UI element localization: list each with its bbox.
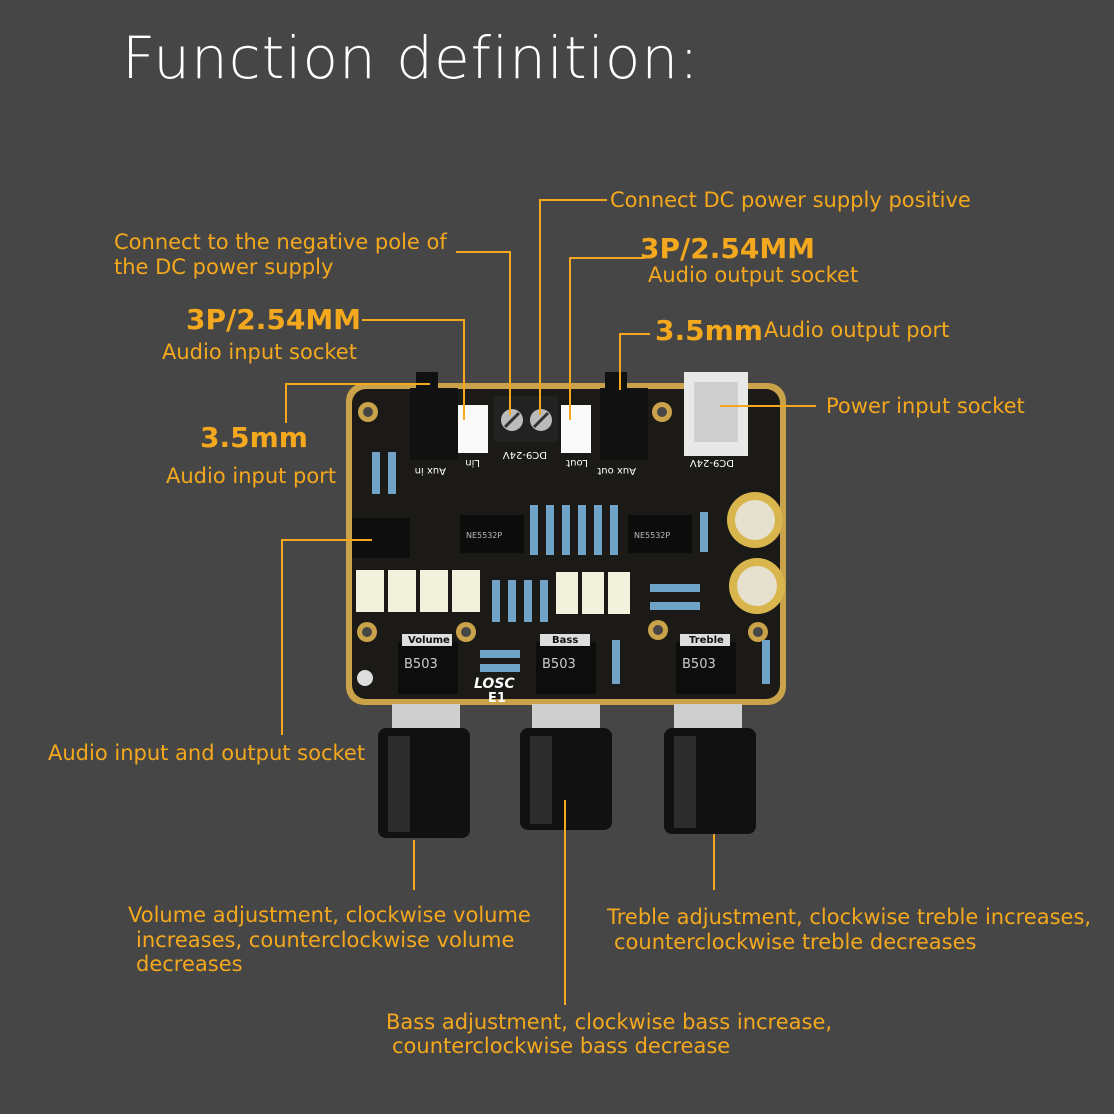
silk-lin: Lin xyxy=(465,457,480,468)
model-label: E1 xyxy=(488,691,506,706)
label-output-port: Audio output port xyxy=(764,318,950,342)
silk-dc: DC9-24V xyxy=(503,449,547,460)
knob-label-volume: Volume xyxy=(408,635,450,646)
label-input-port-spec: 3.5mm xyxy=(200,421,308,454)
label-treble-line1: Treble adjustment, clockwise treble incr… xyxy=(607,905,1092,929)
label-dc-negative-line2: the DC power supply xyxy=(114,255,334,279)
ic-label-1: NE5532P xyxy=(466,531,502,540)
label-output-port-spec: 3.5mm xyxy=(655,314,763,347)
label-bass-line1: Bass adjustment, clockwise bass increase… xyxy=(386,1010,833,1034)
page-title: Function definition: xyxy=(122,24,700,92)
knob-label-treble: Treble xyxy=(689,635,724,646)
label-io-socket: Audio input and output socket xyxy=(48,741,366,765)
leader-lines xyxy=(281,199,816,1005)
label-volume-line1: Volume adjustment, clockwise volume xyxy=(128,903,531,927)
silk-dc-2: DC9-24V xyxy=(690,457,734,468)
label-dc-negative-line1: Connect to the negative pole of xyxy=(114,230,447,254)
label-bass-line2: counterclockwise bass decrease xyxy=(392,1034,731,1058)
label-output-socket-spec: 3P/2.54MM xyxy=(640,232,816,265)
label-input-socket: Audio input socket xyxy=(162,340,357,364)
knob-volume xyxy=(378,704,470,838)
label-input-port: Audio input port xyxy=(166,464,337,488)
label-volume-line2: increases, counterclockwise volume xyxy=(136,928,515,952)
label-input-socket-spec: 3P/2.54MM xyxy=(186,303,362,336)
knob-treble xyxy=(664,704,756,834)
label-power-socket: Power input socket xyxy=(826,394,1025,418)
knob-bass xyxy=(520,704,612,830)
silk-lout: Lout xyxy=(566,457,588,468)
label-output-socket: Audio output socket xyxy=(648,263,859,287)
ic-label-2: NE5532P xyxy=(634,531,670,540)
pot-code-1: B503 xyxy=(404,657,438,672)
pcb-board xyxy=(346,372,786,705)
pot-code-2: B503 xyxy=(542,657,576,672)
label-dc-positive: Connect DC power supply positive xyxy=(610,188,971,212)
label-volume-line3: decreases xyxy=(136,952,243,976)
brand-logo: LOSC xyxy=(474,676,515,692)
silk-aux-in: Aux in xyxy=(415,465,446,476)
label-treble-line2: counterclockwise treble decreases xyxy=(614,930,977,954)
silk-aux-out: Aux out xyxy=(597,465,636,476)
pot-code-3: B503 xyxy=(682,657,716,672)
knob-label-bass: Bass xyxy=(552,635,578,646)
